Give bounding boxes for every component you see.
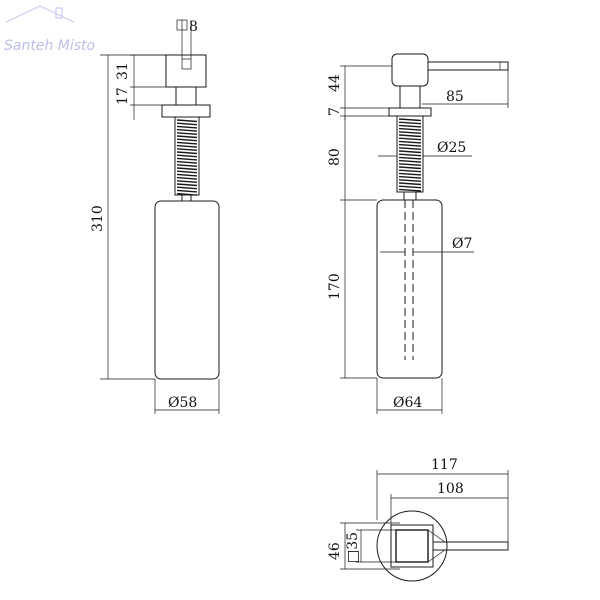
- top-flange-circle: [376, 510, 448, 582]
- thread-line: [398, 172, 422, 176]
- thread-line: [176, 176, 198, 180]
- dim-front-head-height: 31: [115, 62, 131, 80]
- dim-front-neck-height: 17: [115, 87, 131, 105]
- dim-side-flange-thickness: 7: [327, 107, 343, 116]
- front-flange: [161, 104, 211, 118]
- thread-line: [176, 125, 198, 129]
- thread-line: [398, 140, 422, 144]
- thread-line: [398, 166, 422, 170]
- thread-line: [398, 124, 422, 128]
- thread-line: [398, 156, 422, 160]
- top-head-outer: [390, 524, 434, 568]
- thread-line: [176, 148, 198, 151]
- side-head: [391, 53, 429, 87]
- thread-line: [176, 160, 198, 164]
- thread-line: [398, 143, 422, 147]
- dim-side-thread-diameter: Ø25: [437, 140, 466, 156]
- front-bottle: [154, 200, 220, 380]
- dim-side-bottle-height: 170: [327, 273, 343, 300]
- thread-line: [398, 175, 422, 179]
- thread-line: [176, 164, 198, 167]
- dim-top-head-square: □35: [345, 532, 361, 563]
- side-neck: [399, 85, 421, 109]
- side-bottle: [376, 199, 443, 379]
- top-head-inner: [395, 529, 429, 563]
- chimney-icon: [55, 7, 63, 19]
- front-neck: [175, 86, 197, 106]
- thread-line: [398, 153, 422, 157]
- thread-line: [176, 167, 198, 171]
- side-thread: [396, 115, 424, 193]
- front-view: 8 31 17 310 Ø58: [90, 19, 220, 414]
- thread-line: [398, 163, 422, 166]
- thread-line: [176, 183, 198, 187]
- side-view: 44 7 85 80 Ø25 Ø7 170 Ø64: [327, 53, 509, 414]
- thread-line: [176, 138, 198, 142]
- thread-line: [398, 150, 422, 154]
- thread-line: [176, 180, 198, 183]
- thread-line: [176, 119, 198, 123]
- side-spout: [428, 61, 509, 71]
- thread-line: [398, 179, 422, 182]
- thread-line: [398, 188, 422, 192]
- dim-top-overall-length: 117: [431, 457, 458, 473]
- thread-line: [398, 185, 422, 189]
- thread-line: [398, 134, 422, 138]
- top-view: 117 108 46 □35: [327, 457, 509, 582]
- thread-line: [176, 144, 198, 148]
- watermark-logo: Santeh Misto: [4, 5, 95, 54]
- thread-line: [398, 169, 422, 173]
- side-thread-lines: [398, 118, 422, 192]
- dim-side-head-height: 44: [327, 74, 343, 92]
- dim-side-thread-length: 80: [327, 148, 343, 166]
- dim-front-bottle-diameter: Ø58: [168, 395, 197, 411]
- thread-line: [176, 189, 198, 193]
- thread-line: [176, 128, 198, 132]
- front-head: [165, 54, 207, 88]
- thread-line: [176, 173, 198, 177]
- thread-line: [176, 170, 198, 174]
- roof-icon: [5, 5, 75, 23]
- dim-side-tube-diameter: Ø7: [452, 236, 472, 252]
- dim-side-bottle-diameter: Ø64: [393, 395, 422, 411]
- front-thread-lines: [176, 119, 198, 196]
- front-head-square: [181, 58, 192, 70]
- thread-line: [176, 141, 198, 145]
- thread-line: [398, 137, 422, 141]
- thread-line: [176, 132, 198, 135]
- thread-line: [176, 122, 198, 126]
- thread-line: [176, 192, 198, 196]
- thread-line: [398, 147, 422, 150]
- dim-side-spout-reach: 85: [446, 89, 464, 105]
- thread-line: [398, 127, 422, 131]
- side-flange: [388, 107, 432, 117]
- thread-line: [398, 159, 422, 163]
- dim-top-spout-length: 108: [437, 481, 464, 497]
- dim-front-square-top: 8: [189, 19, 198, 35]
- thread-line: [176, 154, 198, 158]
- thread-line: [398, 131, 422, 134]
- thread-line: [176, 135, 198, 139]
- dim-front-total-height: 310: [90, 205, 106, 232]
- top-spout: [433, 541, 509, 551]
- thread-line: [398, 182, 422, 186]
- thread-line: [398, 118, 422, 122]
- square-symbol-icon: [176, 19, 188, 31]
- dim-top-flange-size: 46: [327, 542, 343, 560]
- thread-line: [176, 157, 198, 161]
- thread-line: [398, 121, 422, 125]
- thread-line: [176, 151, 198, 155]
- thread-line: [176, 186, 198, 190]
- watermark-text: Santeh Misto: [4, 38, 95, 54]
